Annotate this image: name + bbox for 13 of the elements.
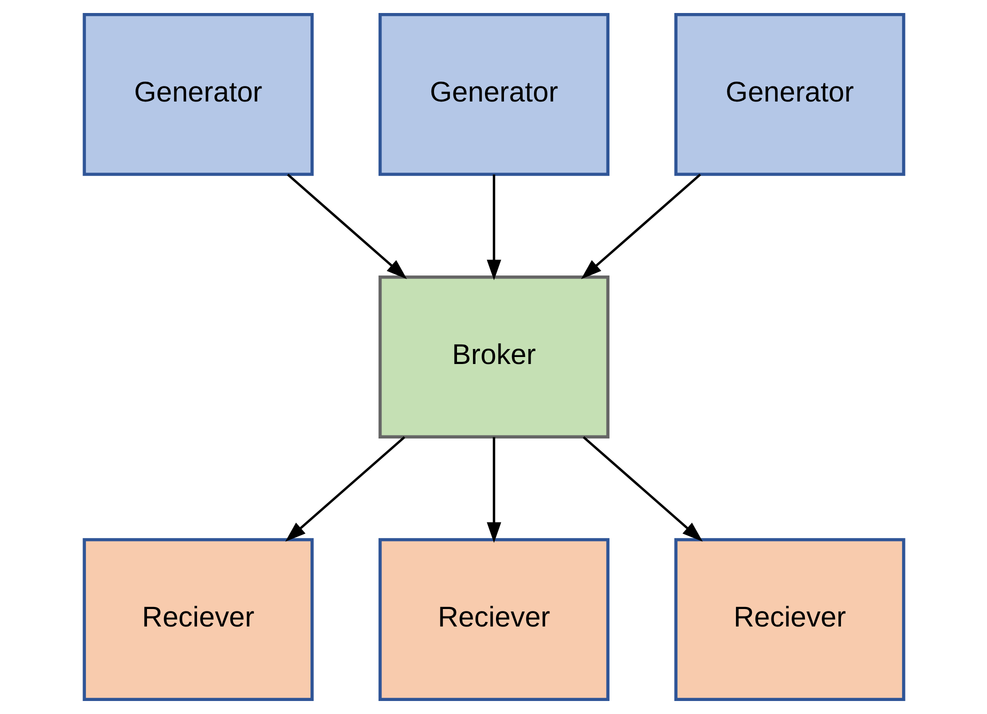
node-box: Reciever bbox=[378, 538, 609, 702]
node-box: Generator bbox=[378, 12, 609, 176]
node-box: Reciever bbox=[674, 538, 905, 702]
arrow bbox=[580, 174, 701, 280]
node-box: Generator bbox=[674, 12, 905, 176]
node-box: Generator bbox=[82, 12, 314, 176]
node-box: Reciever bbox=[82, 538, 314, 702]
arrow bbox=[284, 436, 405, 542]
arrow bbox=[486, 437, 501, 543]
arrow bbox=[582, 436, 702, 542]
arrow bbox=[286, 174, 406, 280]
node-box: Broker bbox=[378, 276, 609, 438]
arrow bbox=[486, 174, 501, 280]
